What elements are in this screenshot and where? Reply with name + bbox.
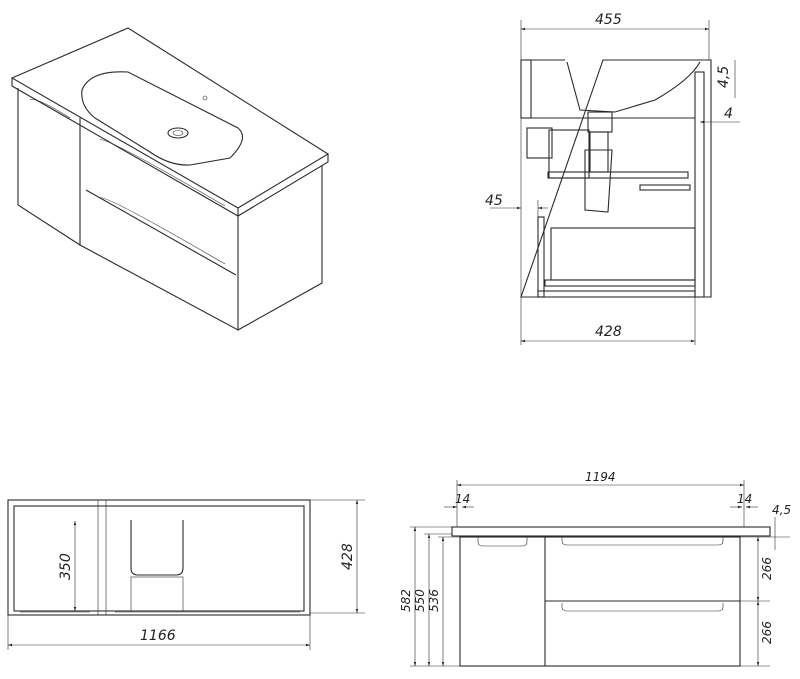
dim-45: 45 — [485, 193, 503, 209]
side-section-view: 455 428 45 4,5 4 — [485, 12, 740, 345]
dim-4-5-front: 4,5 — [772, 503, 791, 517]
isometric-view — [10, 27, 330, 331]
dim-455: 455 — [595, 12, 622, 28]
dim-1166: 1166 — [140, 628, 176, 644]
dim-428: 428 — [595, 324, 622, 340]
dim-14-right: 14 — [737, 492, 752, 506]
dim-582: 582 — [399, 589, 413, 612]
dim-266-top: 266 — [760, 557, 774, 580]
dim-428-back: 428 — [340, 543, 356, 570]
dim-14-left: 14 — [455, 492, 470, 506]
dim-550: 550 — [413, 589, 427, 612]
dim-1194: 1194 — [585, 470, 616, 484]
dim-350: 350 — [58, 553, 74, 580]
dim-4: 4 — [724, 106, 733, 122]
dim-266-bottom: 266 — [760, 621, 774, 644]
dim-4-5-side: 4,5 — [716, 66, 732, 88]
back-view: 350 428 1166 — [7, 499, 365, 650]
dim-536: 536 — [427, 589, 441, 612]
front-view: 1194 14 14 4,5 582 550 536 266 266 — [399, 470, 791, 667]
